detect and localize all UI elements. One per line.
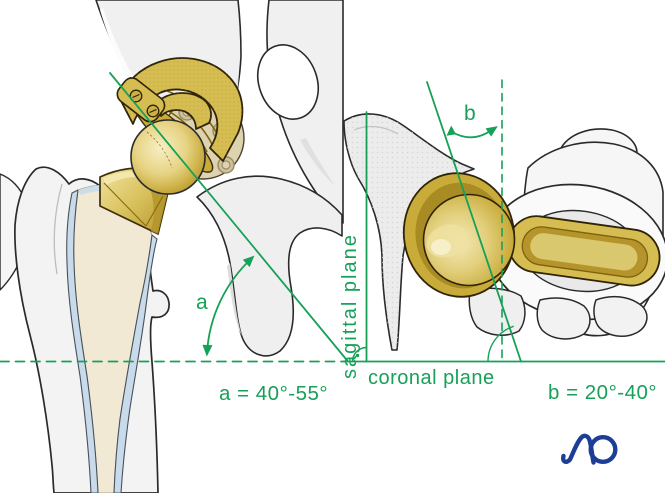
angle-a-arrowhead-bottom [202, 344, 213, 357]
acetabular-cup-lateral [402, 172, 516, 298]
right-angle-dot [355, 353, 360, 358]
cup-anteversion-line [426, 81, 522, 363]
iliac-wing-detail [353, 125, 399, 135]
trochanter-detail [53, 183, 63, 275]
cage-screw [129, 89, 143, 103]
cup-ball [422, 193, 516, 287]
right-angle-marker-arc [351, 346, 368, 363]
femoral-head-ball [130, 119, 206, 195]
angle-a-label: a [196, 291, 208, 314]
angle-b-arc [451, 128, 494, 139]
femur-anterior [14, 166, 170, 493]
angle-b-arrowhead-right [485, 126, 498, 137]
reinforcement-cage [116, 57, 244, 162]
annotation-labels: a a = 40°-55° b b = 20°-40° coronal plan… [196, 102, 657, 405]
angle-a-arc [206, 257, 253, 354]
angle-b-label: b [464, 102, 476, 125]
stem-highlight [103, 171, 136, 186]
angle-a-value: a = 40°-55° [219, 382, 328, 405]
head-dotted-guide [146, 131, 173, 169]
anteversion-angle-marker-arc [487, 325, 514, 363]
cement-lining-left [66, 189, 99, 493]
cage-texture [120, 58, 243, 162]
sagittal-plane-label: sagittal plane [339, 233, 361, 379]
angle-b-value: b = 20°-40° [548, 381, 657, 404]
annotation-arrowheads [202, 125, 498, 358]
pubis-shade [300, 138, 335, 186]
cup-inclination-line [109, 72, 349, 363]
ao-logo-o [588, 435, 618, 465]
obturator-foramen [257, 44, 319, 120]
ischial-lump [536, 297, 591, 340]
cement-lining-right [113, 234, 158, 493]
cage-screw [146, 104, 160, 118]
pelvis-lateral-view [343, 113, 665, 351]
cup-stem-oblong [507, 215, 661, 287]
ilium-highlight [100, 8, 133, 78]
stem-ridge-lines [103, 182, 164, 227]
angle-b-arrowhead-left [446, 125, 456, 136]
coronal-plane-label: coronal plane [368, 367, 495, 389]
femoral-stem-implant [99, 119, 206, 235]
cup-ball-bright-spot [431, 239, 451, 255]
ao-logo: AO [560, 433, 618, 465]
ischial-lump-2 [593, 295, 648, 338]
annotation-lines [0, 72, 665, 363]
pubic-lump [468, 287, 526, 336]
angle-a-arrowhead-top [242, 255, 255, 268]
iliac-wing-stipple [344, 113, 474, 350]
